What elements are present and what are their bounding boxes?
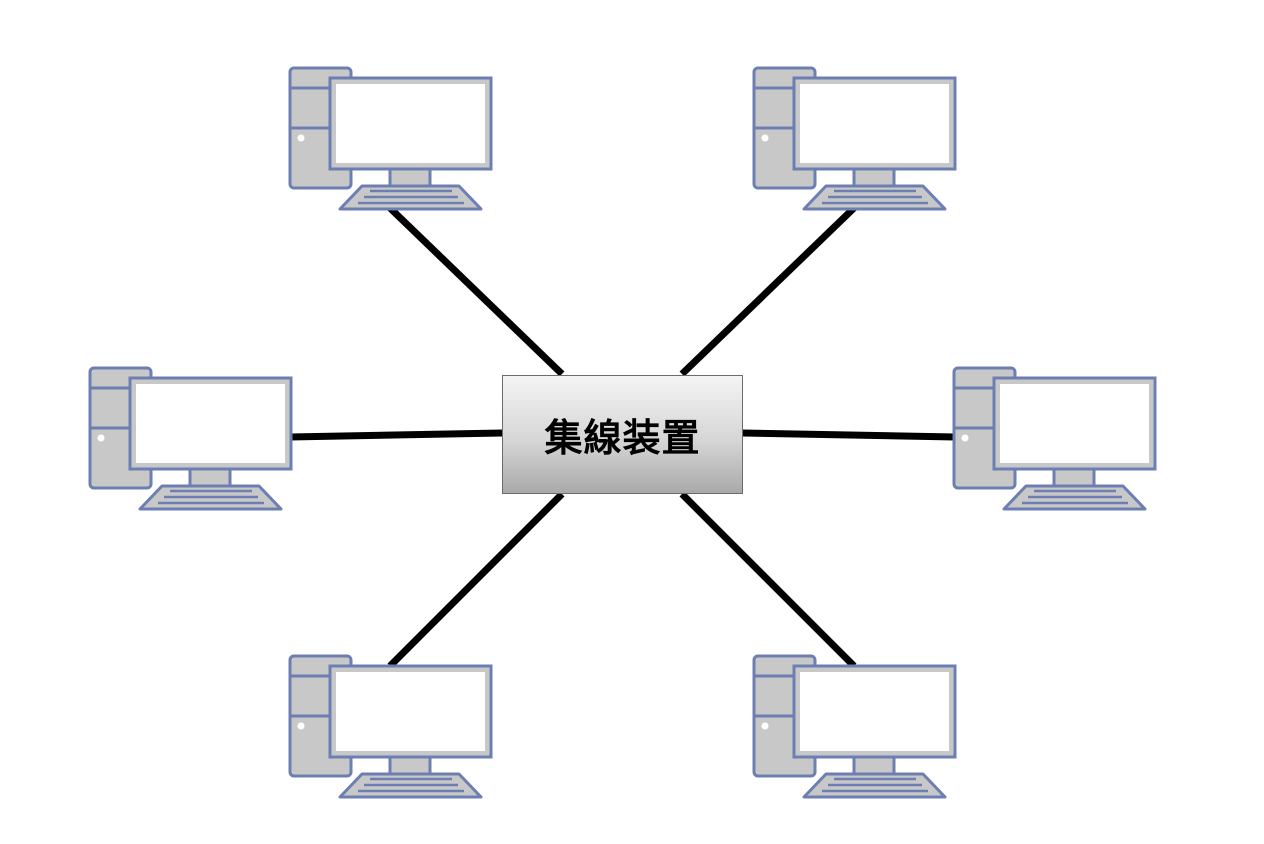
computer-bottom-right-icon [752,654,957,799]
computer-middle-right-icon [952,366,1157,511]
cable-middle-left [289,429,503,441]
cable-bottom-right [679,491,857,669]
cable-middle-right [742,429,956,441]
computer-middle-left-icon [88,366,293,511]
cable-bottom-left [387,491,565,669]
cable-top-right [679,205,857,377]
cable-top-left [387,205,565,377]
cables [289,205,956,669]
computer-top-left-icon [288,66,493,211]
hub-label: 集線装置 [544,416,701,460]
computer-bottom-left-icon [288,654,493,799]
computer-top-right-icon [752,66,957,211]
hub-box: 集線装置 [502,375,743,494]
